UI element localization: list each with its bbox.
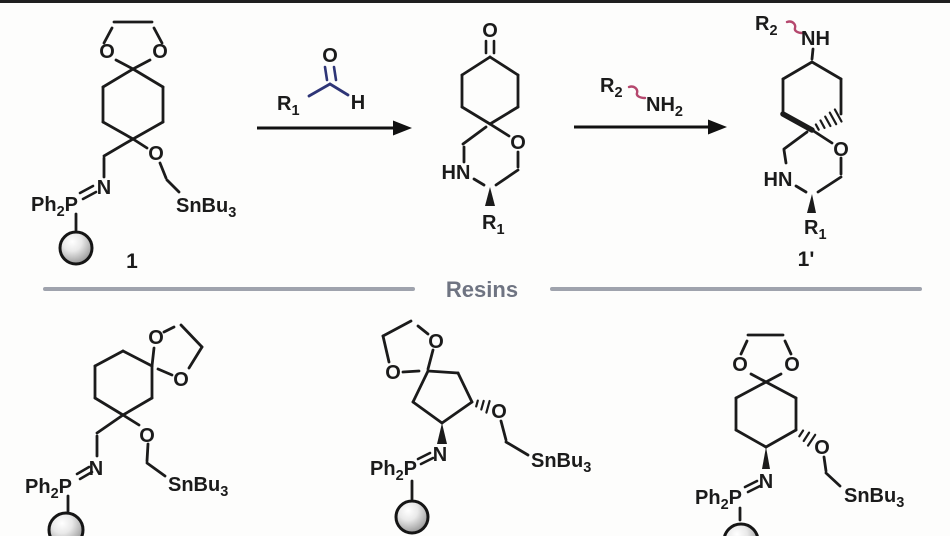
atom-O: O bbox=[148, 143, 164, 165]
group-r2: R2 bbox=[600, 75, 623, 101]
atom-H: H bbox=[351, 92, 365, 114]
group-ph2p: Ph2P bbox=[31, 194, 78, 220]
reagent-aldehyde: O R1 H bbox=[277, 45, 365, 119]
atom-O: O bbox=[482, 20, 498, 42]
wedge-bond bbox=[485, 187, 495, 206]
wedge-bond bbox=[807, 194, 816, 213]
group-ph2p: Ph2P bbox=[370, 458, 417, 484]
atom-O: O bbox=[148, 327, 164, 349]
resin-bead-icon bbox=[394, 499, 430, 535]
squiggle-bond bbox=[785, 20, 804, 35]
compound-1-label: 1 bbox=[126, 250, 138, 273]
bonds bbox=[66, 323, 204, 513]
atom-O: O bbox=[814, 437, 830, 459]
atom-O: O bbox=[428, 331, 444, 353]
group-snbu3: SnBu3 bbox=[168, 474, 228, 500]
group-nh2: NH2 bbox=[646, 94, 683, 120]
hashed-wedge bbox=[798, 429, 817, 447]
group-r1: R1 bbox=[277, 93, 300, 119]
wedge-bond bbox=[762, 447, 770, 469]
group-snbu3: SnBu3 bbox=[531, 450, 591, 476]
squiggle-bond bbox=[627, 85, 647, 100]
atom-N: N bbox=[89, 458, 103, 480]
divider-line-left bbox=[43, 287, 415, 291]
structure-resin-1: O O O N Ph2P SnBu3 bbox=[25, 323, 228, 536]
group-ph2p: Ph2P bbox=[25, 476, 72, 502]
atom-O: O bbox=[732, 354, 748, 376]
bonds bbox=[460, 39, 520, 187]
structure-intermediate: O O HN R1 bbox=[442, 20, 526, 238]
atom-O: O bbox=[510, 132, 526, 154]
bonds bbox=[780, 47, 843, 194]
group-snbu3: SnBu3 bbox=[844, 485, 904, 511]
resins-heading: Resins bbox=[446, 277, 518, 302]
atom-N: N bbox=[759, 471, 773, 493]
group-r2: R2 bbox=[755, 13, 778, 39]
group-ph2p: Ph2P bbox=[695, 487, 742, 513]
atom-N: N bbox=[433, 444, 447, 466]
reaction-arrow-1 bbox=[257, 120, 412, 136]
top-border bbox=[0, 0, 950, 3]
atom-O: O bbox=[833, 139, 849, 161]
reagent-amine: R2 NH2 bbox=[600, 75, 683, 120]
reaction-arrow-2 bbox=[574, 119, 727, 135]
compound-1-prime-label: 1' bbox=[798, 248, 815, 271]
bonds bbox=[74, 20, 181, 232]
resins-divider: Resins bbox=[43, 277, 922, 302]
bonds bbox=[381, 319, 530, 501]
resin-bead-icon bbox=[723, 522, 759, 536]
atom-O: O bbox=[99, 41, 115, 63]
atom-O: O bbox=[491, 401, 507, 423]
atom-O: O bbox=[139, 425, 155, 447]
atom-HN: HN bbox=[764, 169, 793, 191]
group-nh: NH bbox=[801, 28, 830, 50]
resin-bead-icon bbox=[58, 230, 94, 266]
atom-O: O bbox=[784, 354, 800, 376]
bonds bbox=[734, 333, 842, 522]
atom-HN: HN bbox=[442, 162, 471, 184]
group-r1: R1 bbox=[482, 212, 505, 238]
structure-resin-3: O O O SnBu3 N Ph2P bbox=[695, 333, 904, 536]
structure-compound-1: O O O N Ph2P SnBu3 1 bbox=[31, 20, 236, 273]
atom-N: N bbox=[97, 177, 111, 199]
wedge-bond bbox=[437, 423, 447, 444]
structure-compound-1-prime: R2 NH O HN R1 1' bbox=[755, 13, 849, 271]
atom-O: O bbox=[322, 45, 338, 67]
bonds bbox=[307, 65, 350, 98]
structure-resin-2: O O O SnBu3 N Ph2P bbox=[370, 319, 591, 535]
resin-bead-icon bbox=[47, 511, 85, 536]
divider-line-right bbox=[550, 287, 922, 291]
group-snbu3: SnBu3 bbox=[176, 195, 236, 221]
hashed-wedge bbox=[814, 108, 843, 131]
atom-O: O bbox=[385, 362, 401, 384]
hashed-wedge bbox=[475, 399, 491, 414]
group-r1: R1 bbox=[804, 217, 827, 243]
atom-O: O bbox=[173, 369, 189, 391]
atom-O: O bbox=[152, 41, 168, 63]
